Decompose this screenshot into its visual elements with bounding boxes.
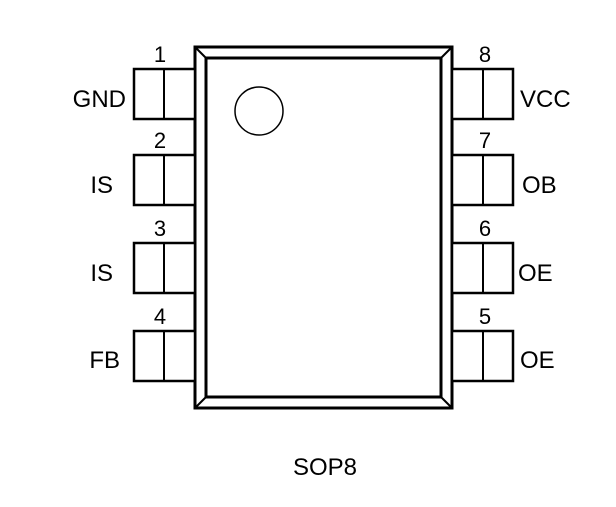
pin-number: 1 <box>154 42 166 67</box>
pin-number: 5 <box>479 304 491 329</box>
pin-name: IS <box>90 260 113 287</box>
right-pin-7: 7 OB <box>450 128 557 207</box>
package-label: SOP8 <box>293 454 357 481</box>
left-pin-3: 3 IS <box>90 216 197 295</box>
left-pin-1: 1 GND <box>73 42 197 121</box>
bevel-line <box>440 46 453 59</box>
pin-name: OE <box>518 260 553 287</box>
pin-number: 4 <box>154 304 166 329</box>
right-pin-6: 6 OE <box>450 216 553 295</box>
ic-package-body <box>193 45 454 410</box>
right-pin-8: 8 VCC <box>450 42 571 121</box>
pin-number: 6 <box>479 216 491 241</box>
bevel-line <box>194 46 207 59</box>
pin-name: IS <box>90 172 113 199</box>
pin-number: 3 <box>154 216 166 241</box>
left-pin-4: 4 FB <box>89 304 197 383</box>
pin-name: GND <box>73 86 126 113</box>
pin-name: VCC <box>520 86 571 113</box>
pin-number: 2 <box>154 128 166 153</box>
bevel-line <box>440 396 453 409</box>
pin-name: OE <box>520 347 555 374</box>
left-pin-2: 2 IS <box>90 128 197 207</box>
pin-number: 8 <box>479 42 491 67</box>
pin-number: 7 <box>479 128 491 153</box>
right-pin-5: 5 OE <box>450 304 555 383</box>
bevel-line <box>194 396 207 409</box>
package-outline <box>193 45 454 410</box>
pin1-indicator-dot <box>234 86 284 136</box>
pin-name: OB <box>522 172 557 199</box>
package-inner-outline <box>204 56 443 399</box>
pin-name: FB <box>89 347 120 374</box>
